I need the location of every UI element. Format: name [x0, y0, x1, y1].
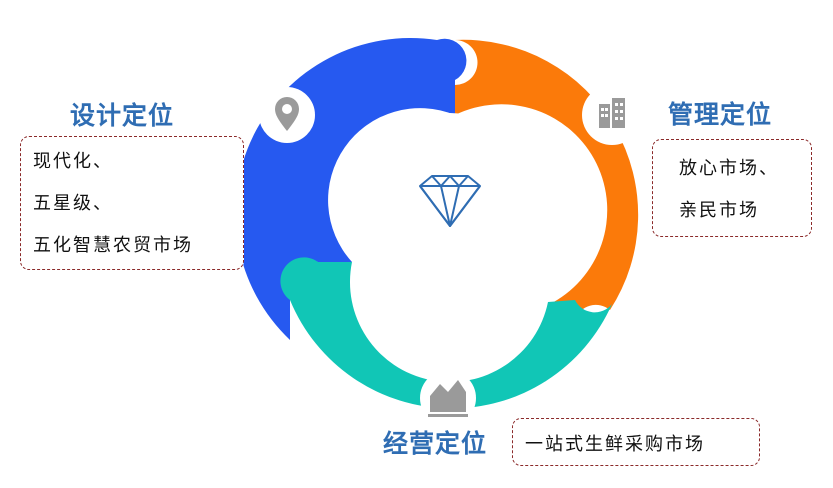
location-pin-icon [259, 87, 315, 143]
teal-segment [280, 257, 612, 409]
operation-line-1: 一站式生鲜采购市场 [525, 434, 705, 455]
design-line-3: 五化智慧农贸市场 [33, 235, 193, 256]
design-box: 现代化、 五星级、 五化智慧农贸市场 [20, 136, 244, 270]
operation-heading: 经营定位 [383, 429, 488, 458]
management-box: 放心市场、 亲民市场 [652, 139, 812, 237]
design-heading: 设计定位 [70, 101, 175, 130]
diamond-icon [419, 175, 481, 227]
management-line-2: 亲民市场 [679, 200, 759, 221]
chart-icon [420, 370, 476, 426]
building-icon [582, 85, 642, 145]
management-line-1: 放心市场、 [679, 158, 779, 179]
design-line-1: 现代化、 [33, 151, 113, 172]
management-heading: 管理定位 [668, 100, 773, 129]
operation-box: 一站式生鲜采购市场 [512, 418, 760, 466]
design-line-2: 五星级、 [33, 193, 113, 214]
inner-disc [358, 113, 542, 297]
